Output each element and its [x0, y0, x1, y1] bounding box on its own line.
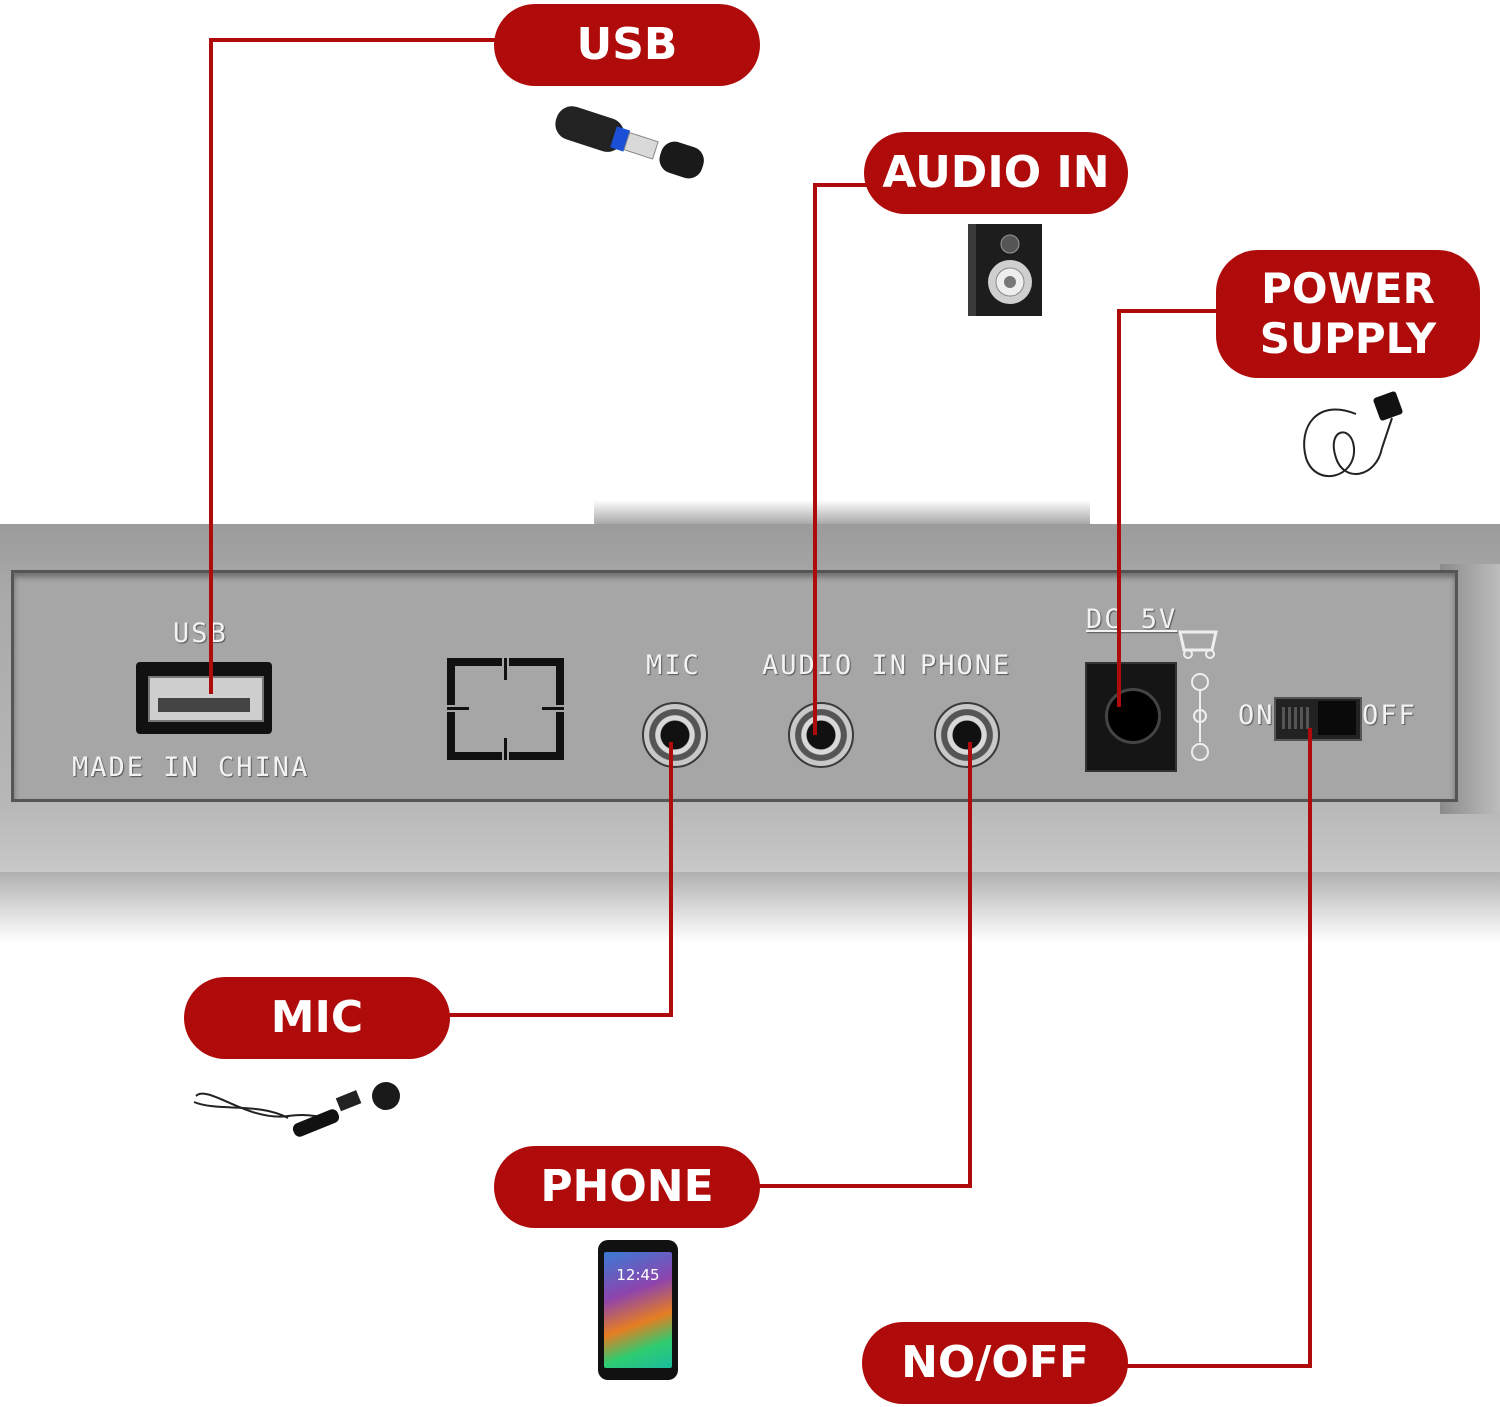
- polarity-symbol-icon: [1176, 602, 1226, 772]
- audio-in-connector-line-v: [813, 183, 817, 735]
- panel-label-audio-in: AUDIO IN: [762, 650, 909, 681]
- connector-plate: [11, 570, 1458, 802]
- panel-top-edge: [594, 500, 1090, 528]
- usb-port[interactable]: [136, 662, 272, 734]
- panel-label-phone: PHONE: [920, 650, 1012, 681]
- mic-connector-line: [445, 1013, 673, 1017]
- panel-label-made-in: MADE IN CHINA: [72, 752, 310, 783]
- callout-power-supply: POWER SUPPLY: [1216, 250, 1480, 378]
- audio-in-jack[interactable]: [788, 702, 854, 768]
- callout-on-off: NO/OFF: [862, 1322, 1128, 1404]
- microphone-icon: [188, 1082, 408, 1140]
- callout-mic: MIC: [184, 977, 450, 1059]
- callout-audio-in: AUDIO IN: [864, 132, 1128, 214]
- power-connector-line: [1117, 309, 1219, 313]
- panel-label-off: OFF: [1362, 700, 1417, 731]
- mic-jack[interactable]: [642, 702, 708, 768]
- dc-power-jack[interactable]: [1085, 662, 1177, 772]
- callout-usb: USB: [494, 4, 760, 86]
- power-switch[interactable]: [1274, 697, 1362, 741]
- phone-connector-line-v: [968, 742, 972, 1188]
- switch-connector-line: [1124, 1364, 1312, 1368]
- switch-connector-line-v: [1308, 728, 1312, 1368]
- panel-shadow: [0, 872, 1500, 942]
- smartphone-icon: 12:45: [598, 1240, 678, 1380]
- speaker-icon: [968, 222, 1046, 318]
- usb-connector-line: [209, 38, 499, 42]
- mic-connector-line-v: [669, 742, 673, 1017]
- usb-drive-icon: [540, 104, 710, 196]
- phone-connector-line: [757, 1184, 972, 1188]
- phone-jack[interactable]: [934, 702, 1000, 768]
- panel-label-on: ON: [1238, 700, 1275, 731]
- power-connector-line-v: [1117, 309, 1121, 707]
- audio-in-connector-line: [813, 183, 869, 187]
- callout-phone: PHONE: [494, 1146, 760, 1228]
- usb-connector-line-v: [209, 38, 213, 694]
- speaker-grille-icon: [447, 658, 564, 760]
- phone-screen-time: 12:45: [616, 1266, 660, 1284]
- panel-label-mic: MIC: [646, 650, 701, 681]
- panel-label-dc: DC 5V: [1086, 604, 1178, 635]
- power-adapter-icon: [1296, 388, 1406, 492]
- panel-label-usb: USB: [173, 618, 228, 649]
